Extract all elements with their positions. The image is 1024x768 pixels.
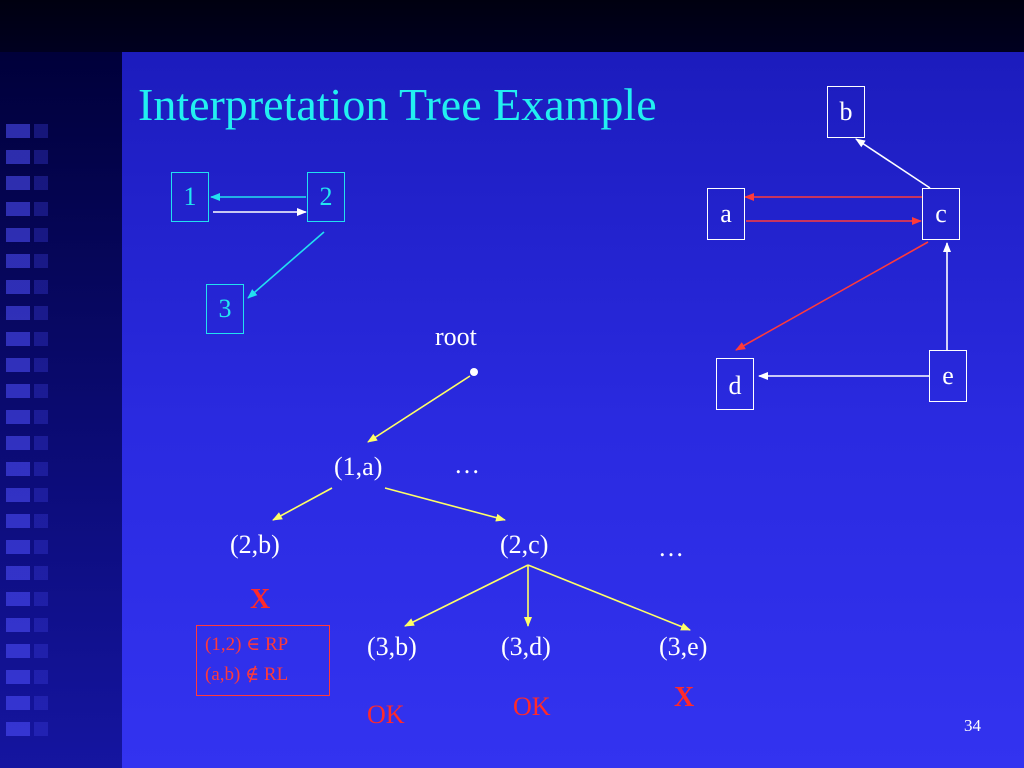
slide-title: Interpretation Tree Example	[138, 79, 657, 130]
scene-node-a: a	[707, 188, 745, 240]
model-node-2: 2	[307, 172, 345, 222]
tree-edge-2c-to-3b	[404, 564, 529, 627]
scene-node-b: b	[827, 86, 865, 138]
scene-node-e: e	[929, 350, 967, 402]
sidebar-square-pattern	[6, 124, 30, 744]
edge-c-to-d	[735, 241, 929, 351]
page-number: 34	[964, 716, 981, 735]
edge-2-to-3	[247, 231, 325, 299]
tree-edge-1a-to-2c	[384, 487, 506, 522]
tree-edge-2c-to-3e	[527, 564, 691, 631]
constraint-box: (1,2) ∈ RP (a,b) ∉ RL	[196, 625, 330, 696]
model-node-1: 1	[171, 172, 209, 222]
model-node-3: 3	[206, 284, 244, 334]
tree-node-3b: (3,b)	[367, 632, 417, 661]
tree-node-1a: (1,a)	[334, 452, 383, 481]
slide-top-band	[0, 0, 1024, 52]
tree-node-3e: (3,e)	[659, 632, 708, 661]
tree-node-3d: (3,d)	[501, 632, 551, 661]
ok-mark-3b: OK	[367, 700, 405, 729]
tree-node-2c: (2,c)	[500, 530, 549, 559]
tree-root-label: root	[435, 322, 477, 351]
constraint-line-1: (1,2) ∈ RP	[205, 634, 289, 655]
root-node-dot	[470, 368, 478, 376]
sidebar-square-pattern-secondary	[34, 124, 48, 744]
edge-c-to-b	[855, 138, 931, 189]
ok-mark-3d: OK	[513, 692, 551, 721]
tree-edge-1a-to-2b	[272, 487, 333, 521]
fail-mark-3e: X	[674, 682, 695, 713]
tree-edge-root-to-1a	[367, 375, 471, 443]
tree-node-2b: (2,b)	[230, 530, 280, 559]
constraint-line-2: (a,b) ∉ RL	[205, 664, 289, 685]
scene-node-d: d	[716, 358, 754, 410]
slide-sidebar-decoration	[0, 52, 122, 768]
scene-node-c: c	[922, 188, 960, 240]
tree-level2-ellipsis: …	[658, 533, 684, 562]
tree-level1-ellipsis: …	[454, 450, 480, 479]
fail-mark-2b: X	[250, 584, 271, 615]
